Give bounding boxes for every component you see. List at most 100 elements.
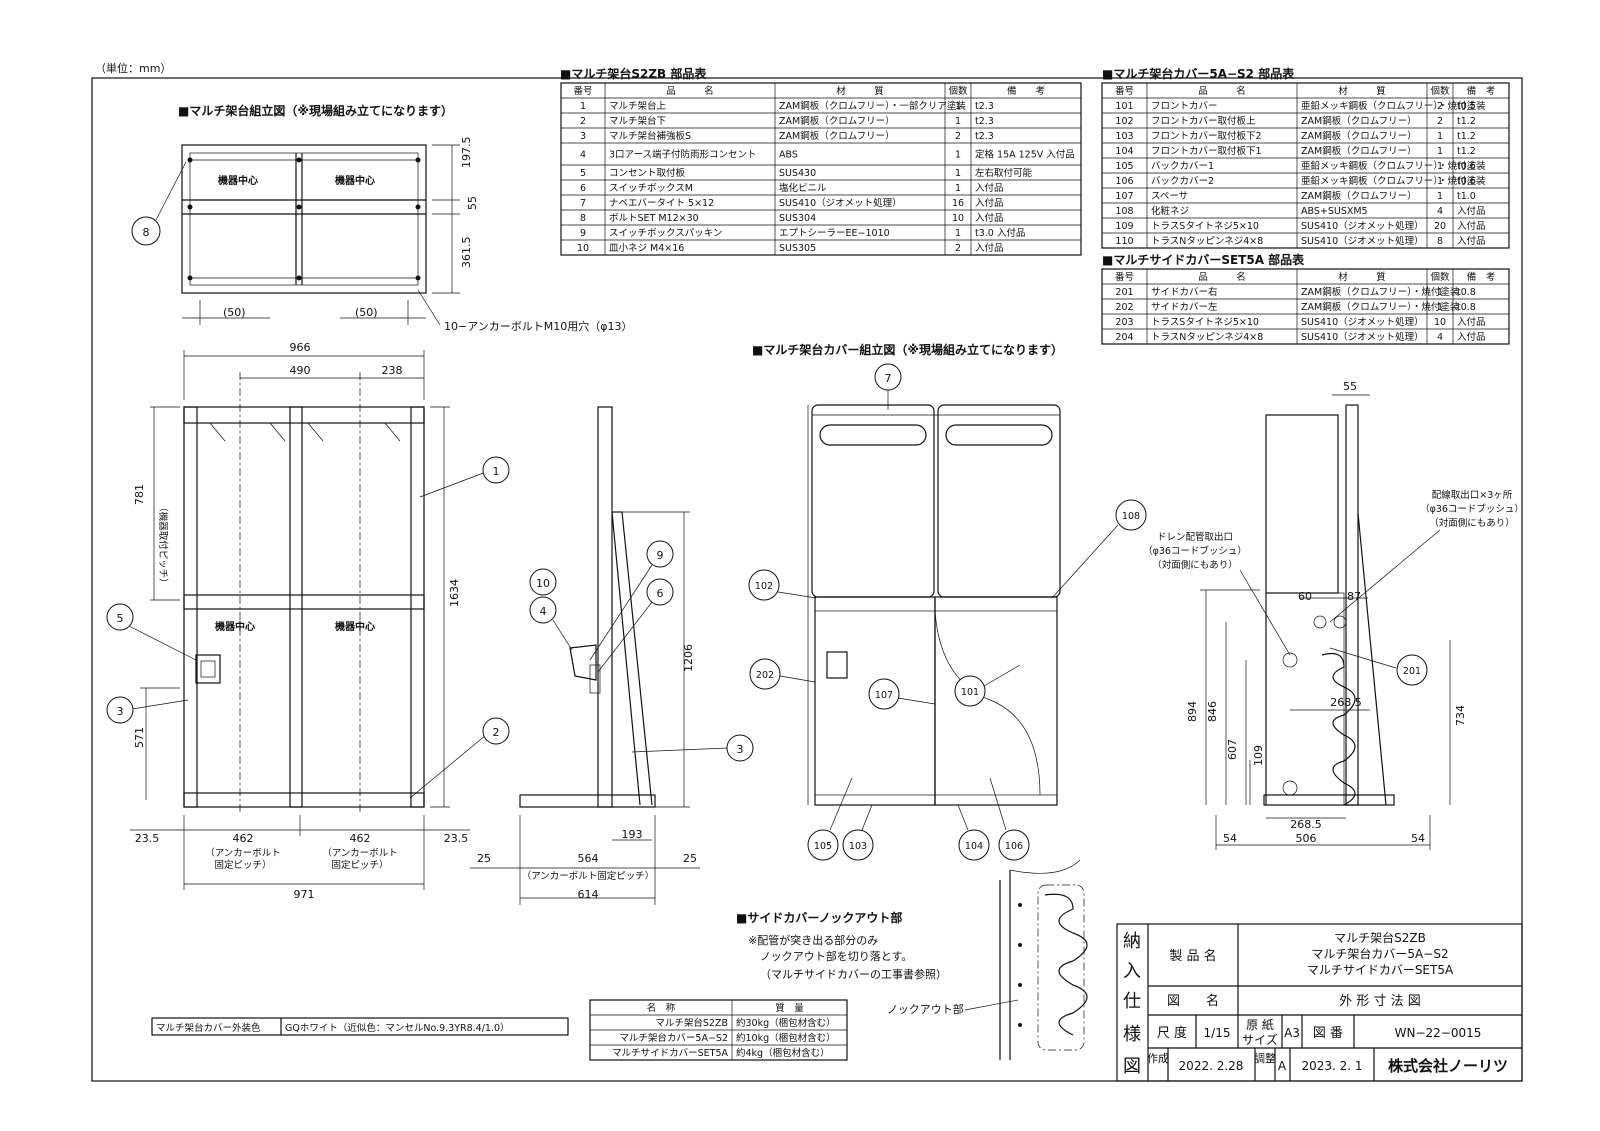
dim-r55: 55 <box>1343 380 1357 393</box>
color-note-box <box>151 1017 569 1036</box>
device-center-label: 機器中心 <box>215 620 255 633</box>
table-cell: 1 <box>1437 287 1443 298</box>
table-cell: 102 <box>1115 116 1133 127</box>
device-center-label: 機器中心 <box>218 174 258 187</box>
table-cell: t2.3 <box>975 101 994 112</box>
table-cell: ZAM鋼板（クロムフリー）・一部クリア塗装 <box>779 100 966 112</box>
svg-text:5: 5 <box>117 612 124 625</box>
table-cell: 定格 15A 125V 入付品 <box>975 149 1075 161</box>
outlet-socket <box>200 660 216 678</box>
table-cell: 2 <box>955 131 961 142</box>
table-cell: SUS410（ジオメット処理） <box>1301 235 1424 247</box>
table-cell: ZAM鋼板（クロムフリー） <box>1301 115 1417 127</box>
table-cell: t2.3 <box>975 116 994 127</box>
table-cell: 左右取付可能 <box>975 167 1033 179</box>
table-cell: SUS410（ジオメット処理） <box>1301 316 1424 328</box>
table-cell: SUS305 <box>779 243 816 254</box>
dim-55: 55 <box>466 196 479 210</box>
balloon-5: 5 <box>106 603 197 661</box>
table-cell: 1 <box>1437 146 1443 157</box>
balloon-102: 102 <box>748 569 817 601</box>
table-cell: 201 <box>1115 287 1133 298</box>
dim-r109: 109 <box>1252 745 1265 766</box>
table-cell: 1 <box>955 168 961 179</box>
cover-front-view <box>807 404 1061 806</box>
table-cell: t1.2 <box>1457 146 1476 157</box>
cover-side-view <box>1263 404 1395 806</box>
table-cell: 204 <box>1115 332 1133 343</box>
table-cell: 6 <box>580 183 586 194</box>
table-header-cell: 番号 <box>1115 85 1134 97</box>
table-cell: 8 <box>1437 236 1443 247</box>
front-dimension-lines <box>130 350 470 890</box>
table-cell: バックカバー2 <box>1151 176 1214 187</box>
table-header-cell: 個数 <box>1430 271 1450 283</box>
dim-490: 490 <box>290 364 311 377</box>
table-cell: SUS430 <box>779 168 816 179</box>
balloon-9: 9 <box>589 540 674 661</box>
product-label: 製 品 名 <box>1169 948 1216 964</box>
table-cell: 亜鉛メッキ鋼板（クロムフリー）・焼付塗装 <box>1301 175 1486 187</box>
table-cell: 3口アース端子付防雨形コンセント <box>609 149 757 161</box>
svg-text:7: 7 <box>885 372 892 385</box>
svg-text:102: 102 <box>755 581 773 592</box>
table-cell: バックカバー1 <box>1151 161 1214 172</box>
wire-opposite-label: （対面側にもあり） <box>1429 517 1515 529</box>
number-label: 図 番 <box>1313 1026 1343 1041</box>
anchor-pitch-label: （アンカーボルト <box>205 847 281 859</box>
color-note-value: GQホワイト（近似色：マンセルNo.9.3YR8.4/1.0） <box>285 1022 510 1034</box>
balloon-101: 101 <box>954 664 1021 707</box>
knockout-detail-view <box>999 859 1088 1060</box>
knockout-note-1: ※配管が突き出る部分のみ <box>748 933 878 947</box>
svg-text:3: 3 <box>117 705 124 718</box>
table-cell: トラスNタッピンネジ4×8 <box>1151 236 1263 247</box>
table-cell: 10 <box>577 243 589 254</box>
table-header-cell: 品 名 <box>1198 271 1246 283</box>
table-cell: スペーサ <box>1151 191 1188 202</box>
sheet-border <box>91 77 1523 1082</box>
parts-s2zb-title: ■マルチ架台S2ZB 部品表 <box>560 66 707 81</box>
knockout-note-3: （マルチサイドカバーの工事書参照） <box>760 967 947 981</box>
table-cell: 1 <box>955 228 961 239</box>
frame-front-view <box>183 372 425 815</box>
weight-cell: 約10kg（梱包材含む） <box>736 1032 836 1044</box>
weight-cell: マルチ架台S2ZB <box>655 1017 728 1029</box>
table-cell: ABS <box>779 150 798 161</box>
table-cell: 入付品 <box>1457 236 1486 247</box>
balloon-8: 8 <box>131 161 187 246</box>
table-cell: 110 <box>1115 236 1133 247</box>
product-line-1: マルチ架台S2ZB <box>1334 930 1426 945</box>
company-name: 株式会社ノーリツ <box>1388 1057 1508 1075</box>
table-cell: 7 <box>580 198 586 209</box>
dim-23-5-left: 23.5 <box>135 832 160 845</box>
table-cell: 108 <box>1115 206 1133 217</box>
table-cell: フロントカバー取付板上 <box>1151 115 1256 127</box>
table-cell: 8 <box>580 213 586 224</box>
table-cell: コンセント取付板 <box>609 167 686 179</box>
table-cell: エプトシーラーEE−1010 <box>779 228 890 239</box>
balloon-108: 108 <box>1051 499 1147 599</box>
table-cell: 5 <box>580 168 586 179</box>
table-cell: ZAM鋼板（クロムフリー） <box>1301 190 1417 202</box>
knockout-title: ■サイドカバーノックアウト部 <box>736 910 902 925</box>
svg-text:3: 3 <box>737 743 744 756</box>
table-cell: ボルトSET M12×30 <box>609 213 699 224</box>
svg-text:10: 10 <box>536 577 550 590</box>
balloon-8-label: 8 <box>143 226 150 239</box>
table-cell: トラスNタッピンネジ4×8 <box>1151 332 1263 343</box>
table-cell: ZAM鋼板（クロムフリー） <box>1301 130 1417 142</box>
table-cell: マルチ架台下 <box>609 115 666 127</box>
table-cell: 入付品 <box>1457 332 1486 343</box>
table-header-cell: 材 質 <box>836 85 884 97</box>
knockout-note-2: ノックアウト部を切り落とす。 <box>760 949 912 963</box>
table-cell: ABS+SUSXM5 <box>1301 206 1368 217</box>
dim-462-right: 462 <box>350 832 371 845</box>
table-cell: 16 <box>952 198 964 209</box>
table-cell: 1 <box>955 150 961 161</box>
table-header-cell: 備 考 <box>1007 85 1045 97</box>
drawing-name: 外 形 寸 法 図 <box>1339 994 1421 1009</box>
parts-set5a-title: ■マルチサイドカバーSET5A 部品表 <box>1102 252 1305 267</box>
table-cell: ZAM鋼板（クロムフリー） <box>1301 145 1417 157</box>
svg-text:103: 103 <box>849 841 867 852</box>
